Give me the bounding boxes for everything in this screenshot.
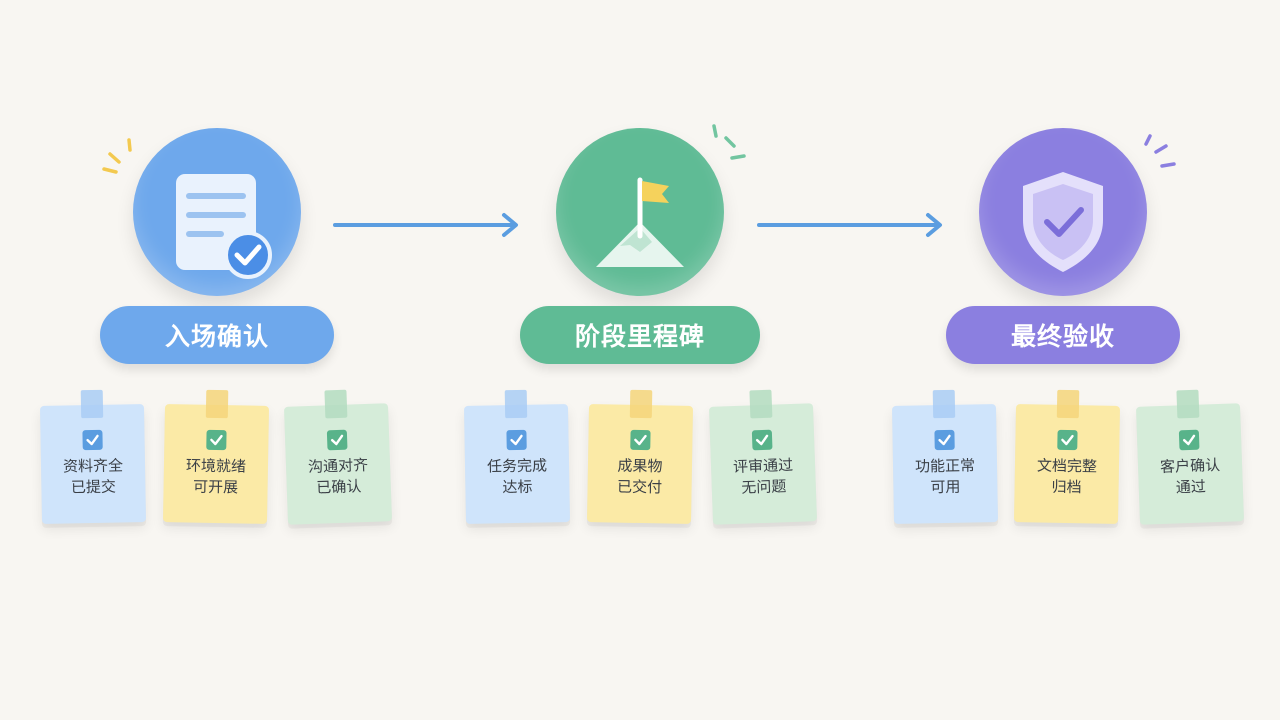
stage-3-note-1: 功能正常可用: [891, 389, 999, 524]
sparkle-icon: [712, 124, 746, 160]
tape: [324, 389, 348, 419]
stage-2-note-1: 任务完成达标: [463, 389, 571, 524]
note-line-2: 通过: [1175, 477, 1207, 497]
note-line-2: 已确认: [315, 477, 362, 497]
arrow-right-icon: [333, 213, 518, 237]
note-line-1: 成果物: [617, 456, 663, 476]
tape: [1056, 389, 1080, 419]
checkbox-icon: [751, 429, 773, 451]
note-line-2: 无问题: [740, 477, 787, 497]
tape: [1176, 389, 1200, 419]
mountain-flag-icon: [596, 177, 684, 267]
shield-check-icon: [1023, 172, 1103, 272]
stage-1-note-1: 资料齐全已提交: [39, 389, 147, 524]
document-check-icon: [176, 174, 272, 279]
note-line-2: 归档: [1051, 477, 1082, 497]
note-line-2: 可开展: [192, 477, 239, 497]
stage-1-icon-circle: [133, 128, 301, 296]
note-line-1: 环境就绪: [185, 456, 247, 476]
tape: [205, 389, 229, 419]
stage-2-note-3: 评审通过无问题: [708, 389, 818, 525]
checkbox-icon: [1178, 429, 1200, 451]
checkbox-icon: [1057, 429, 1078, 451]
note-line-1: 功能正常: [914, 456, 976, 476]
stage-1-note-2: 环境就绪可开展: [162, 389, 270, 524]
stage-1-note-3: 沟通对齐已确认: [283, 389, 393, 525]
note-line-1: 文档完整: [1036, 456, 1098, 476]
note-line-2: 已提交: [70, 477, 117, 497]
tape: [80, 389, 104, 419]
stage-2-icon-circle: [556, 128, 724, 296]
stage-2-note-2: 成果物已交付: [586, 389, 694, 524]
stage-3-label: 最终验收: [946, 306, 1180, 364]
tape: [932, 389, 956, 419]
stage-1-label: 入场确认: [100, 306, 334, 364]
checkbox-icon: [630, 429, 651, 451]
stage-3-note-2: 文档完整归档: [1013, 389, 1121, 524]
note-line-2: 已交付: [616, 477, 663, 497]
checkbox-icon: [82, 429, 103, 451]
note-line-2: 达标: [502, 477, 533, 497]
note-line-1: 资料齐全: [62, 456, 124, 476]
stage-2-label: 阶段里程碑: [520, 306, 760, 364]
sparkle-icon: [102, 138, 132, 174]
stage-3-note-3: 客户确认通过: [1135, 389, 1245, 525]
tape: [749, 389, 773, 419]
tape: [504, 389, 528, 419]
tape: [629, 389, 653, 419]
checkbox-icon: [326, 429, 348, 451]
checkbox-icon: [506, 429, 527, 451]
stage-3-icon-circle: [979, 128, 1147, 296]
note-line-1: 任务完成: [486, 456, 548, 476]
note-line-2: 可用: [930, 477, 961, 497]
sparkle-icon: [1144, 134, 1176, 168]
arrow-right-icon: [757, 213, 942, 237]
checkbox-icon: [934, 429, 955, 451]
checkbox-icon: [206, 429, 227, 451]
